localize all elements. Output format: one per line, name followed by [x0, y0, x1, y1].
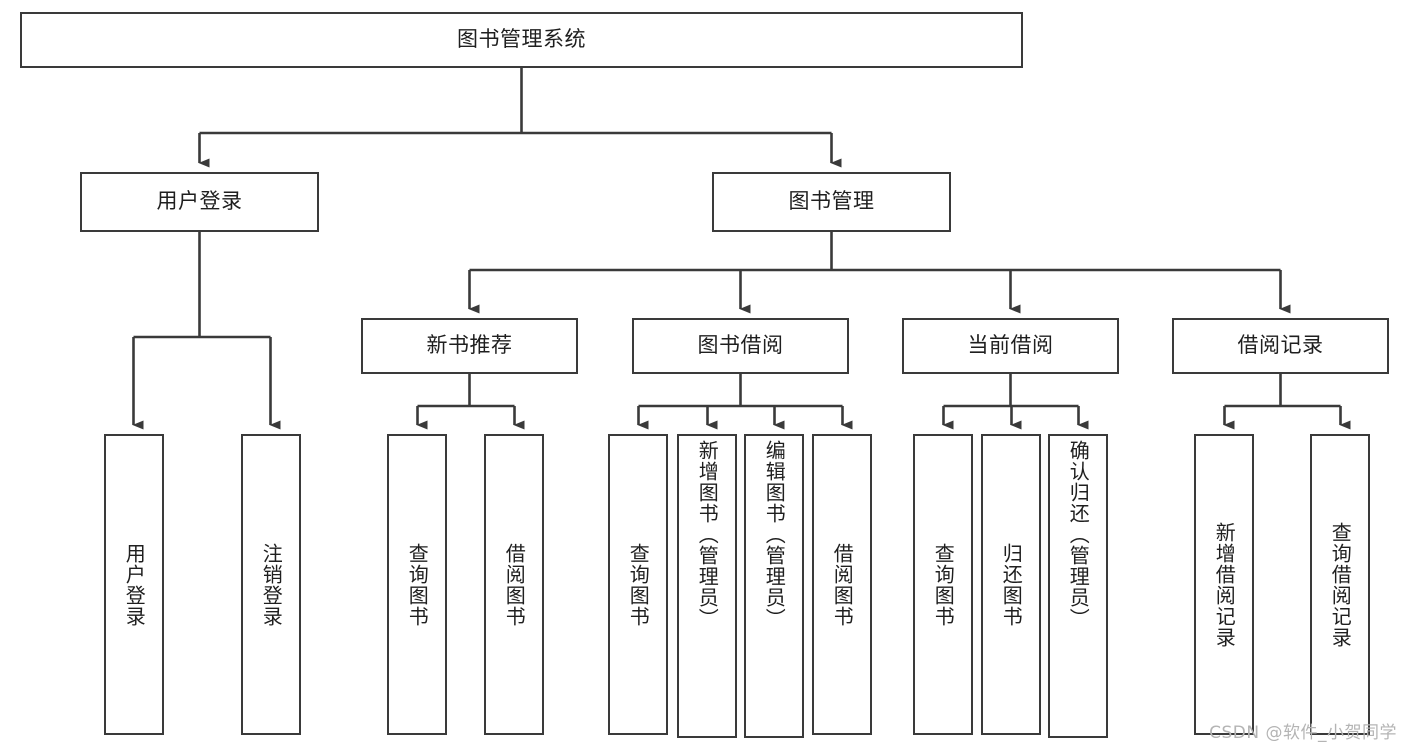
node-leaf-query-book-2[interactable]: 查询图书: [608, 434, 668, 735]
node-leaf-logout-login-label: 注销登录: [259, 542, 284, 627]
node-leaf-confirm-return-admin[interactable]: 确认归还（管理员）: [1048, 434, 1108, 738]
node-current-borrow[interactable]: 当前借阅: [902, 318, 1119, 374]
node-leaf-query-book-1[interactable]: 查询图书: [387, 434, 447, 735]
node-user-login-label: 用户登录: [156, 189, 243, 214]
node-leaf-borrow-book-1-label: 借阅图书: [502, 542, 527, 627]
node-new-book-recommend[interactable]: 新书推荐: [361, 318, 578, 374]
node-leaf-logout-login[interactable]: 注销登录: [241, 434, 301, 735]
node-leaf-user-login[interactable]: 用户登录: [104, 434, 164, 735]
node-book-borrow-label: 图书借阅: [697, 333, 784, 358]
node-leaf-return-book-label: 归还图书: [999, 542, 1024, 627]
node-leaf-borrow-book-2-label: 借阅图书: [830, 542, 855, 627]
node-borrow-record-label: 借阅记录: [1237, 333, 1324, 358]
node-leaf-add-book-admin[interactable]: 新增图书（管理员）: [677, 434, 737, 738]
node-leaf-query-book-2-label: 查询图书: [626, 542, 651, 627]
node-book-management-label: 图书管理: [788, 189, 875, 214]
node-leaf-borrow-book-1[interactable]: 借阅图书: [484, 434, 544, 735]
csdn-watermark: CSDN @软件_小贺同学: [1209, 723, 1397, 743]
node-current-borrow-label: 当前借阅: [967, 333, 1054, 358]
node-book-borrow[interactable]: 图书借阅: [632, 318, 849, 374]
node-leaf-query-borrow-record-label: 查询借阅记录: [1328, 521, 1353, 648]
node-leaf-query-book-1-label: 查询图书: [405, 542, 430, 627]
node-book-management[interactable]: 图书管理: [712, 172, 951, 232]
node-leaf-query-book-3-label: 查询图书: [931, 542, 956, 627]
node-root-label: 图书管理系统: [457, 27, 586, 52]
node-leaf-query-borrow-record[interactable]: 查询借阅记录: [1310, 434, 1370, 735]
node-leaf-confirm-return-admin-label: 确认归还（管理员）: [1066, 440, 1091, 629]
node-leaf-query-book-3[interactable]: 查询图书: [913, 434, 973, 735]
node-leaf-add-borrow-record-label: 新增借阅记录: [1212, 521, 1237, 648]
node-leaf-return-book[interactable]: 归还图书: [981, 434, 1041, 735]
node-borrow-record[interactable]: 借阅记录: [1172, 318, 1389, 374]
node-leaf-edit-book-admin[interactable]: 编辑图书（管理员）: [744, 434, 804, 738]
node-user-login[interactable]: 用户登录: [80, 172, 319, 232]
node-leaf-edit-book-admin-label: 编辑图书（管理员）: [762, 440, 787, 629]
node-leaf-user-login-label: 用户登录: [122, 542, 147, 627]
node-leaf-add-borrow-record[interactable]: 新增借阅记录: [1194, 434, 1254, 735]
node-new-book-recommend-label: 新书推荐: [426, 333, 513, 358]
node-leaf-add-book-admin-label: 新增图书（管理员）: [695, 440, 720, 629]
node-leaf-borrow-book-2[interactable]: 借阅图书: [812, 434, 872, 735]
node-root[interactable]: 图书管理系统: [20, 12, 1023, 68]
